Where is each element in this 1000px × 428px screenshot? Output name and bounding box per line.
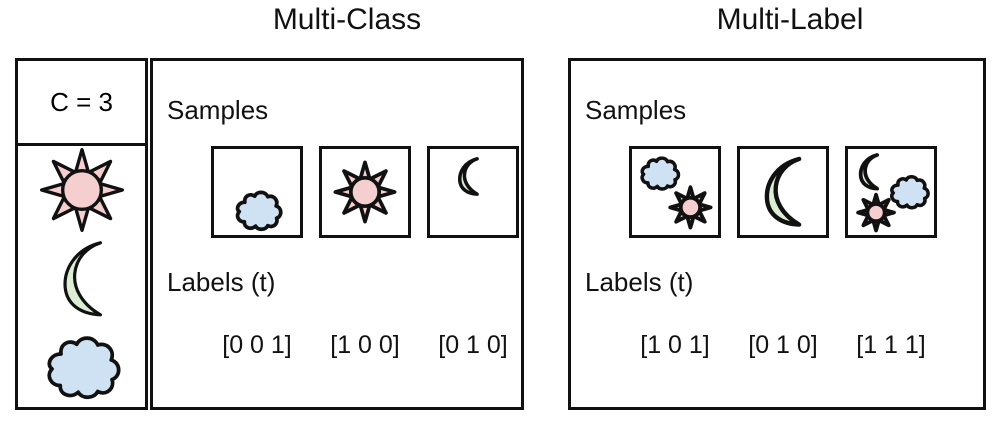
label-vector: [0 1 0] (748, 331, 818, 359)
label-vector: [0 1 0] (438, 331, 508, 359)
sample-art-moon-cloud-sun (856, 153, 930, 233)
labels-label-multi-label: Labels (t) (585, 267, 694, 297)
samples-label-multi-class: Samples (167, 95, 269, 125)
class-count-text: C = 3 (50, 86, 113, 117)
sample-art-sun (333, 160, 397, 224)
legend-item-cloud (18, 322, 145, 410)
sample-box[interactable] (319, 146, 411, 238)
sample-box[interactable] (737, 146, 829, 238)
moon-icon (858, 153, 880, 191)
panel-title-multi-class: Multi-Class (272, 3, 422, 36)
multi-class-panel: Samples (150, 58, 524, 410)
cloud-icon (47, 336, 121, 400)
multi-label-panel: Samples (568, 58, 986, 410)
moon-icon (63, 241, 102, 317)
panel-title-multi-label: Multi-Label (716, 3, 864, 36)
class-legend-panel: C = 3 (15, 58, 148, 410)
sample-box[interactable] (845, 146, 937, 238)
legend-item-moon (18, 234, 145, 322)
sample-art-cloud (235, 190, 283, 232)
sample-box[interactable] (427, 146, 519, 238)
sample-art-moon (458, 157, 479, 196)
cloud-icon (890, 175, 930, 210)
legend-item-sun (18, 146, 145, 234)
labels-label-multi-class: Labels (t) (167, 267, 276, 297)
label-vector: [1 0 0] (330, 331, 400, 359)
sun-icon (39, 148, 124, 232)
class-count-header: C = 3 (18, 61, 145, 146)
sun-icon (668, 185, 713, 230)
sample-box[interactable] (629, 146, 721, 238)
samples-label-multi-label: Samples (585, 95, 687, 125)
sample-art-moon (764, 156, 802, 227)
label-vector: [0 0 1] (222, 331, 292, 359)
sun-icon (856, 192, 896, 233)
label-vector: [1 1 1] (856, 331, 926, 359)
sample-box[interactable] (211, 146, 303, 238)
cloud-icon (640, 156, 681, 191)
label-vector: [1 0 1] (640, 331, 710, 359)
class-icon-list (18, 146, 145, 410)
sample-art-cloud-sun (640, 156, 713, 230)
